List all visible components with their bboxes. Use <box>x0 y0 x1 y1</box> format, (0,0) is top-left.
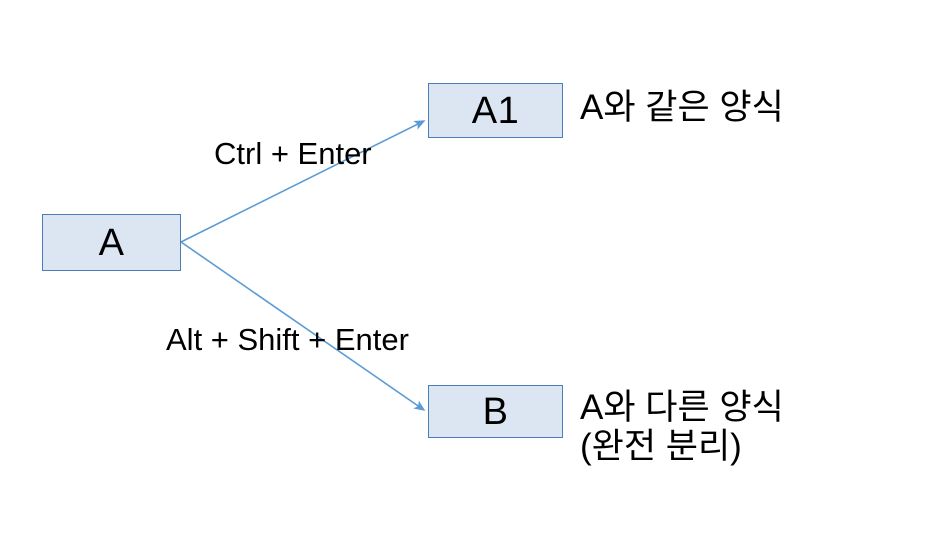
node-b[interactable]: B <box>428 385 563 438</box>
edge-label-alt-shift-enter: Alt + Shift + Enter <box>166 322 409 357</box>
annotation-a1-line-1: A와 같은 양식 <box>580 88 784 127</box>
node-a1-label: A1 <box>471 89 520 132</box>
node-a[interactable]: A <box>42 214 181 271</box>
annotation-b-line-1: A와 다른 양식 <box>580 388 784 427</box>
annotation-b: A와 다른 양식 (완전 분리) <box>580 388 784 466</box>
edge-label-ctrl-enter: Ctrl + Enter <box>214 136 372 171</box>
node-a-label: A <box>98 221 125 264</box>
node-a1[interactable]: A1 <box>428 83 563 138</box>
node-b-label: B <box>482 390 509 433</box>
annotation-b-line-2: (완전 분리) <box>580 427 742 467</box>
annotation-a1: A와 같은 양식 <box>580 88 784 127</box>
